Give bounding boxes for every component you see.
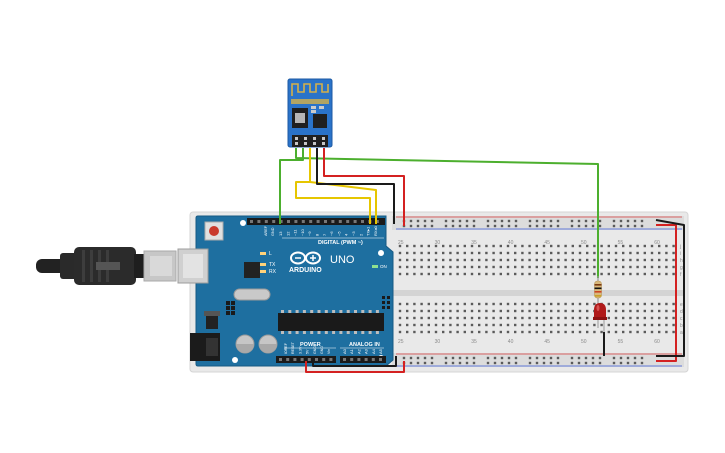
power-header-label: POWER xyxy=(300,342,321,348)
column-number-bottom: 35 xyxy=(471,339,477,345)
board-name: UNO xyxy=(330,254,355,266)
analog-pin-label: A1 xyxy=(349,348,354,354)
led-tx-indicator xyxy=(260,263,266,266)
column-number-bottom: 55 xyxy=(618,339,624,345)
row-letter: b xyxy=(680,323,683,329)
wire-green-esp-to-resistor[interactable] xyxy=(295,148,599,278)
digital-pin-label: 7 xyxy=(322,233,327,236)
digital-pin-label: ~11 xyxy=(293,229,298,236)
column-number-top: 25 xyxy=(398,240,404,246)
label-rx: RX xyxy=(269,269,277,275)
digital-header-label: DIGITAL (PWM ~) xyxy=(318,240,363,246)
digital-pin-label: 2 xyxy=(358,233,363,236)
column-number-top: 45 xyxy=(544,240,550,246)
analog-pin-label: A5 xyxy=(378,348,383,354)
digital-pin-label: ~9 xyxy=(307,231,312,236)
wire-black-esp-gnd[interactable] xyxy=(316,148,395,224)
wire-black-power-gnd[interactable] xyxy=(312,356,397,367)
power-pin-label: Vin xyxy=(327,349,331,354)
column-number-top: 50 xyxy=(581,240,587,246)
digital-pin-label: ~3 xyxy=(351,231,356,236)
column-number-bottom: 30 xyxy=(435,339,441,345)
wire-green-esp-to-pin[interactable] xyxy=(279,148,304,224)
crystal-oscillator xyxy=(233,288,271,301)
analog-pin-label: A3 xyxy=(364,348,369,354)
column-number-bottom: 45 xyxy=(544,339,550,345)
wire-red-power-5v[interactable] xyxy=(305,361,405,373)
power-pin-label: RESET xyxy=(291,341,295,354)
gnd-label: GND xyxy=(271,227,275,236)
arduino-logo xyxy=(290,251,321,265)
column-number-top: 30 xyxy=(435,240,441,246)
analog-pin-label: A2 xyxy=(356,348,361,354)
row-letter: h xyxy=(680,258,683,264)
brand-name: ARDUINO xyxy=(289,267,322,274)
column-number-bottom: 25 xyxy=(398,339,404,345)
wire-yellow-1[interactable] xyxy=(295,148,371,224)
digital-pin-label: RX◂0 xyxy=(373,225,378,236)
led-rx-indicator xyxy=(260,270,266,273)
digital-pin-label: 8 xyxy=(315,233,320,236)
arduino-uno-board[interactable]: L TX RX ON ARDUINO UNO DIGITAL (PWM ~) P… xyxy=(177,215,394,367)
column-number-bottom: 50 xyxy=(581,339,587,345)
digital-pin-label: 12 xyxy=(285,231,290,236)
label-on: ON xyxy=(380,264,387,269)
digital-pin-label: TX▸1 xyxy=(366,226,371,236)
power-header[interactable] xyxy=(276,356,336,363)
digital-pin-label: ~6 xyxy=(329,231,334,236)
wire-black-rail-bridge[interactable] xyxy=(655,219,685,357)
wire-red-rail-bridge[interactable] xyxy=(656,224,677,362)
atmega-chip xyxy=(278,313,384,331)
column-number-bottom: 60 xyxy=(654,339,660,345)
row-letter: i xyxy=(680,251,681,257)
esp8266-module-icon[interactable] xyxy=(287,78,333,148)
digital-pin-label: 13 xyxy=(278,231,283,236)
usb-cable-icon[interactable] xyxy=(36,247,177,285)
aref-label: AREF xyxy=(264,225,268,236)
analog-pin-label: A4 xyxy=(371,348,376,354)
breadboard-column-numbers: 25 25 30 30 35 35 40 40 45 45 50 50 55 55 60 60 xyxy=(398,240,660,345)
power-pin-label: IOREF xyxy=(284,342,288,354)
power-pin-label: GND xyxy=(320,346,324,354)
column-number-top: 35 xyxy=(471,240,477,246)
digital-pin-label: ~5 xyxy=(336,231,341,236)
analog-header-label: ANALOG IN xyxy=(349,342,380,348)
breadboard-holes[interactable] xyxy=(398,219,675,365)
power-pin-label: GND xyxy=(313,346,317,354)
row-letter: f xyxy=(680,272,682,278)
analog-pin-label: A0 xyxy=(342,348,347,354)
row-letter: e xyxy=(680,302,683,308)
label-l: L xyxy=(269,251,272,257)
column-number-top: 60 xyxy=(654,240,660,246)
row-letter: a xyxy=(680,330,683,336)
led-l-indicator xyxy=(260,252,266,255)
row-letter: d xyxy=(680,309,683,315)
column-number-top: 40 xyxy=(508,240,514,246)
led-icon[interactable] xyxy=(593,303,607,332)
analog-header[interactable] xyxy=(340,356,386,363)
column-number-bottom: 40 xyxy=(508,339,514,345)
led-on-indicator xyxy=(372,265,378,268)
power-pin-label: 3.3V xyxy=(298,346,302,354)
row-letter: c xyxy=(680,316,683,322)
regulator xyxy=(206,315,218,329)
power-pin-label: 5V xyxy=(306,349,310,354)
digital-pin-label: 4 xyxy=(344,233,349,236)
digital-header[interactable] xyxy=(247,218,385,225)
label-tx: TX xyxy=(269,262,276,268)
wire-red-esp-power[interactable] xyxy=(323,148,405,226)
usb-chip xyxy=(244,262,260,278)
resistor-icon[interactable] xyxy=(594,276,602,304)
digital-pin-label: ~10 xyxy=(300,228,305,236)
column-number-top: 55 xyxy=(618,240,624,246)
row-letter: g xyxy=(680,265,683,271)
row-letter: j xyxy=(679,244,681,250)
